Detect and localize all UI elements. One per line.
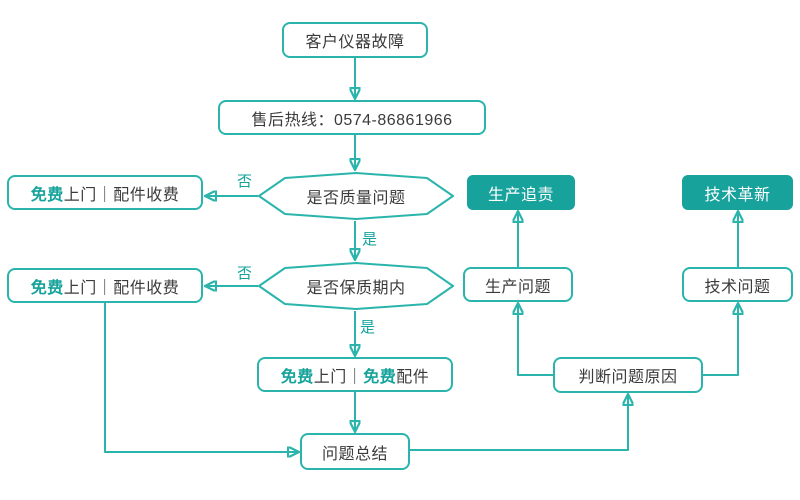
node-free-visit-free-parts[interactable]: 免费上门｜免费配件 — [257, 357, 453, 392]
free-accent-text: 免费 — [30, 279, 64, 297]
edge-label-quality-yes: 是 — [362, 231, 378, 248]
node-decision-quality-label: 是否质量问题 — [306, 190, 406, 207]
node-production-accountability[interactable]: 生产追责 — [467, 175, 575, 210]
node-free-visit-paid-parts-bottom[interactable]: 免费上门｜配件收费 — [7, 268, 203, 303]
edge-summary-to-judge — [410, 394, 628, 451]
node-production-accountability-label: 生产追责 — [487, 186, 554, 204]
free-accent-text: 免费 — [280, 368, 314, 386]
node-summary[interactable]: 问题总结 — [300, 433, 410, 470]
node-start[interactable]: 客户仪器故障 — [282, 22, 428, 58]
paid-parts-text: 上门｜配件收费 — [63, 279, 180, 297]
free-accent-text: 免费 — [363, 368, 397, 386]
edge-label-warranty-yes: 是 — [360, 319, 376, 336]
node-judge-cause-label: 判断问题原因 — [578, 369, 678, 386]
node-technical-problem[interactable]: 技术问题 — [682, 267, 793, 302]
edge-free-bottom-to-summary — [104, 303, 299, 452]
node-free-visit-paid-parts-bottom-label: 免费上门｜配件收费 — [31, 274, 180, 298]
node-production-problem[interactable]: 生产问题 — [463, 267, 573, 302]
node-technical-innovation-label: 技术革新 — [704, 186, 771, 204]
edge-judge-to-technical-problem — [703, 303, 738, 376]
node-technical-innovation[interactable]: 技术革新 — [682, 175, 793, 210]
node-hotline[interactable]: 售后热线：0574-86861966 — [218, 100, 486, 135]
node-free-visit-free-parts-label: 免费上门｜免费配件 — [281, 363, 430, 387]
edge-label-warranty-no: 否 — [237, 265, 253, 282]
free-accent-text: 免费 — [30, 186, 64, 204]
decision-warranty-shape — [258, 262, 454, 310]
node-production-problem-label: 生产问题 — [484, 278, 551, 296]
node-decision-warranty-label: 是否保质期内 — [306, 280, 406, 297]
node-summary-label: 问题总结 — [321, 445, 388, 463]
node-technical-problem-label: 技术问题 — [704, 278, 771, 296]
parts-text: 配件 — [396, 368, 430, 386]
node-start-label: 客户仪器故障 — [305, 34, 405, 51]
node-decision-warranty[interactable]: 是否保质期内 — [258, 261, 454, 311]
node-judge-cause[interactable]: 判断问题原因 — [553, 357, 703, 393]
node-hotline-label: 售后热线：0574-86861966 — [251, 111, 453, 129]
visit-text: 上门｜ — [313, 368, 364, 386]
paid-parts-text: 上门｜配件收费 — [63, 186, 180, 204]
decision-quality-shape — [258, 172, 454, 220]
node-free-visit-paid-parts-top-label: 免费上门｜配件收费 — [31, 181, 180, 205]
edge-judge-to-production-problem — [518, 303, 553, 376]
node-free-visit-paid-parts-top[interactable]: 免费上门｜配件收费 — [7, 175, 203, 210]
edge-label-quality-no: 否 — [237, 173, 253, 190]
node-decision-quality[interactable]: 是否质量问题 — [258, 171, 454, 221]
